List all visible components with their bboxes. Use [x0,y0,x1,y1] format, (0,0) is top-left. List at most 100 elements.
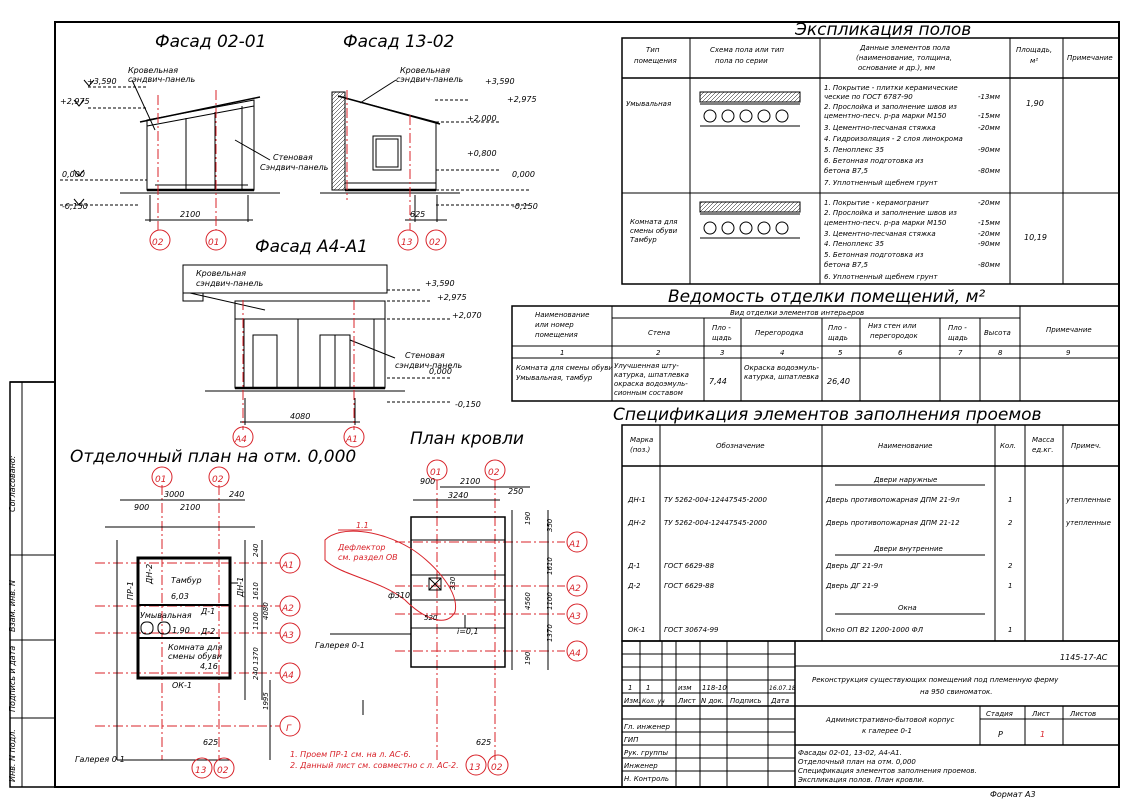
floors-table-row1-v2: -15мм [978,112,1001,120]
spec-table-rows-1-name: Дверь противопожарная ДПМ 21-12 [825,519,960,527]
f1-e3590: +3,590 [87,77,117,86]
f3-e3590: +3,590 [425,279,455,288]
rp-d625: 625 [476,738,491,747]
f3-roof-a: Кровельная [196,269,246,278]
stamp-rev-2: 1 [646,684,650,692]
fp-shoe-b: смены обуви [168,652,222,661]
finish-table-h-part: Перегородка [755,329,803,337]
finish-table-r-part-b: катурка, шпатлевка [744,373,819,381]
stamp-sheet: 1 [1040,730,1045,739]
spec-table-rows-2-mark: Д-1 [627,562,640,570]
stamp-rev-4: 118-10 [702,684,727,692]
stamp-rev-1: 1 [628,684,632,692]
floors-table-row2-l6: 6. Уплотненный щебнем грунт [824,273,938,281]
rp-mark11: 1.1 [356,521,369,530]
spec-table-h-name: Наименование [878,442,932,450]
f2-roof-a: Кровельная [400,66,450,75]
note-2: 2. Данный лист см. совместно с л. АС-2. [290,761,459,770]
fp-axis-01: 01 [155,475,166,485]
finish-plan-title: Отделочный план на отм. 0,000 [70,447,356,467]
finish-table-h-name-b: или номер [535,321,574,329]
stamp-desc3: Спецификация элементов заполнения проемо… [798,767,977,775]
stamp-h-sign: Подпись [730,697,762,705]
spec-table-rows-0-name: Дверь противопожарная ДПМ 21-9л [825,496,960,504]
fp-dn1: ДН-1 [236,577,245,598]
stamp-object-b: к галерее 0-1 [862,727,912,735]
rp-d520: 520 [424,614,438,622]
rp-axis-a3: А3 [568,612,581,622]
finish-table-h-area-b: щадь [948,334,968,342]
fp-ok1: ОК-1 [172,681,192,690]
finish-table-n6: 6 [898,349,903,357]
f1-d2100: 2100 [180,210,200,219]
axis-02b: 02 [429,238,441,248]
ft-h-scheme-a: Схема пола или тип [710,46,784,54]
finish-table-r-wall-d: сионным составом [614,389,684,397]
spec-table-rows-1-code: ТУ 5262-004-12447545-2000 [664,519,768,527]
stamp-h-doc: N док. [701,697,724,705]
f2-e3590: +3,590 [485,77,515,86]
facade-02-01: Фасад 02-01 Кровельная сэндвич-панель Ст… [60,32,329,251]
f2-d625: 625 [410,210,425,219]
spec-table-rows-1-qty: 2 [1008,519,1013,527]
spec-table-g-inner: Двери внутренние [873,545,943,553]
f2-e0800: +0,800 [467,149,497,158]
finish-table-h-area-b: щадь [828,334,848,342]
stamp-h-list: Лист [677,697,697,705]
finish-table-r-wall-b: катурка, шпатлевка [614,371,689,379]
f1-e2975: +2,975 [60,97,90,106]
tb-code: 1145-17-АС [1060,653,1108,662]
finish-table-n9: 9 [1066,349,1071,357]
floors-table-row2-l2b: цементно-песч. р-ра марки М150 [824,219,947,227]
fp-d1100: 1100 [252,612,260,630]
finish-table-r-wall-c: окраска водоэмуль- [614,380,688,388]
floors-table-row1-l2b: цементно-песч. р-ра марки М150 [824,112,947,120]
floors-table-row2-l3: 3. Цементно-песчаная стяжка [824,230,936,238]
f2-e2975: +2,975 [507,95,537,104]
fp-axis-a3: А3 [281,631,294,641]
finish-table-n4: 4 [780,349,784,357]
floors-table-row1-v6: -80мм [978,167,1001,175]
floors-title: Экспликация полов [794,20,971,40]
finishing-title: Ведомость отделки помещений, м² [668,287,985,307]
spec-table-h-note: Примеч. [1071,442,1101,450]
spec-table-rows-4-code: ГОСТ 30674-99 [664,626,719,634]
fp-area190: 1,90 [172,626,190,635]
floors-table-row1-l5: 5. Пеноплекс 35 [824,146,884,154]
spec-table-rows-4-qty: 1 [1008,626,1012,634]
finish-plan: Отделочный план на отм. 0,000 3000 900 2… [70,447,356,779]
floors-table-row2-v2: -15мм [978,219,1001,227]
ft-h-data-b: (наименование, толщина, [856,54,952,62]
fp-d625: 625 [203,738,218,747]
axis-01: 01 [208,238,219,248]
rp-axis-13: 13 [469,763,481,773]
floors-table-row2-l4: 4. Пеноплекс 35 [824,240,884,248]
floors-table-row1-l2: 2. Прослойка и заполнение швов из [824,103,957,111]
finish-table-r-area1: 7,44 [709,377,727,386]
finish-table-n5: 5 [838,349,843,357]
fp-axis-a1: А1 [281,561,294,571]
floors-table-row1-l1: 1. Покрытие - плитки керамические [824,84,958,92]
floors-table-row1-l6b: бетона В7,5 [824,167,869,175]
spec-table-rows-3-name: Дверь ДГ 21-9 [825,582,879,590]
stamp-role5: Н. Контроль [624,775,669,783]
ft-h-data-c: основание и др.), мм [858,64,936,72]
stamp-role1: Гл. инженер [624,723,670,731]
stamp-desc1: Фасады 02-01, 13-02, А4-А1. [798,749,902,757]
floors-table-row2-l5: 5. Бетонная подготовка из [824,251,924,259]
spec-table-rows-0-mark: ДН-1 [627,496,646,504]
f2-e2000: +2,000 [467,114,497,123]
fp-d4080: 4080 [262,602,270,620]
stamp-desc2: Отделочный план на отм. 0,000 [798,758,916,766]
fp-dn2: ДН-2 [145,564,154,585]
ft-h-data-a: Данные элементов пола [859,44,950,52]
spec-table-rows-1-note: утепленные [1065,519,1111,527]
rp-d190: 190 [524,511,532,525]
floors-table-row2-room-a: Комната для [630,218,678,226]
spec-table-h-mark-b: (поз.) [630,446,651,454]
floors-table-row2-v4: -90мм [978,240,1001,248]
floors-table-row2-v1: -20мм [978,199,1001,207]
finish-table-r-name-b: Умывальная, тамбур [516,374,593,382]
fp-d1995: 1995 [262,692,270,710]
axis-a1: А1 [345,435,358,445]
